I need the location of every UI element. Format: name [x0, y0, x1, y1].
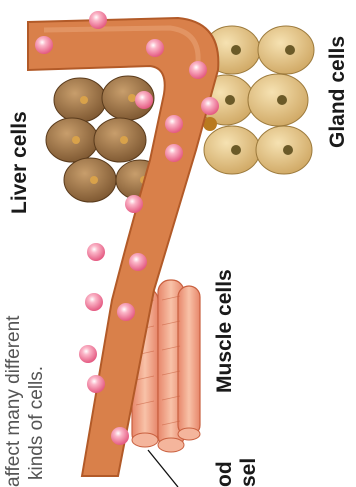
- gland-cells-label: Gland cells: [326, 36, 350, 148]
- liver-cells-label: Liver cells: [8, 111, 32, 214]
- blood-vessel-label-line-1: od: [213, 461, 237, 487]
- caption-line-1: affect many different: [3, 316, 25, 487]
- muscle-cells-label: Muscle cells: [213, 269, 237, 393]
- caption-line-2: kinds of cells.: [26, 366, 48, 480]
- vessel-pointer-line: [148, 450, 178, 487]
- blood-vessel-label-line-2: sel: [237, 458, 261, 487]
